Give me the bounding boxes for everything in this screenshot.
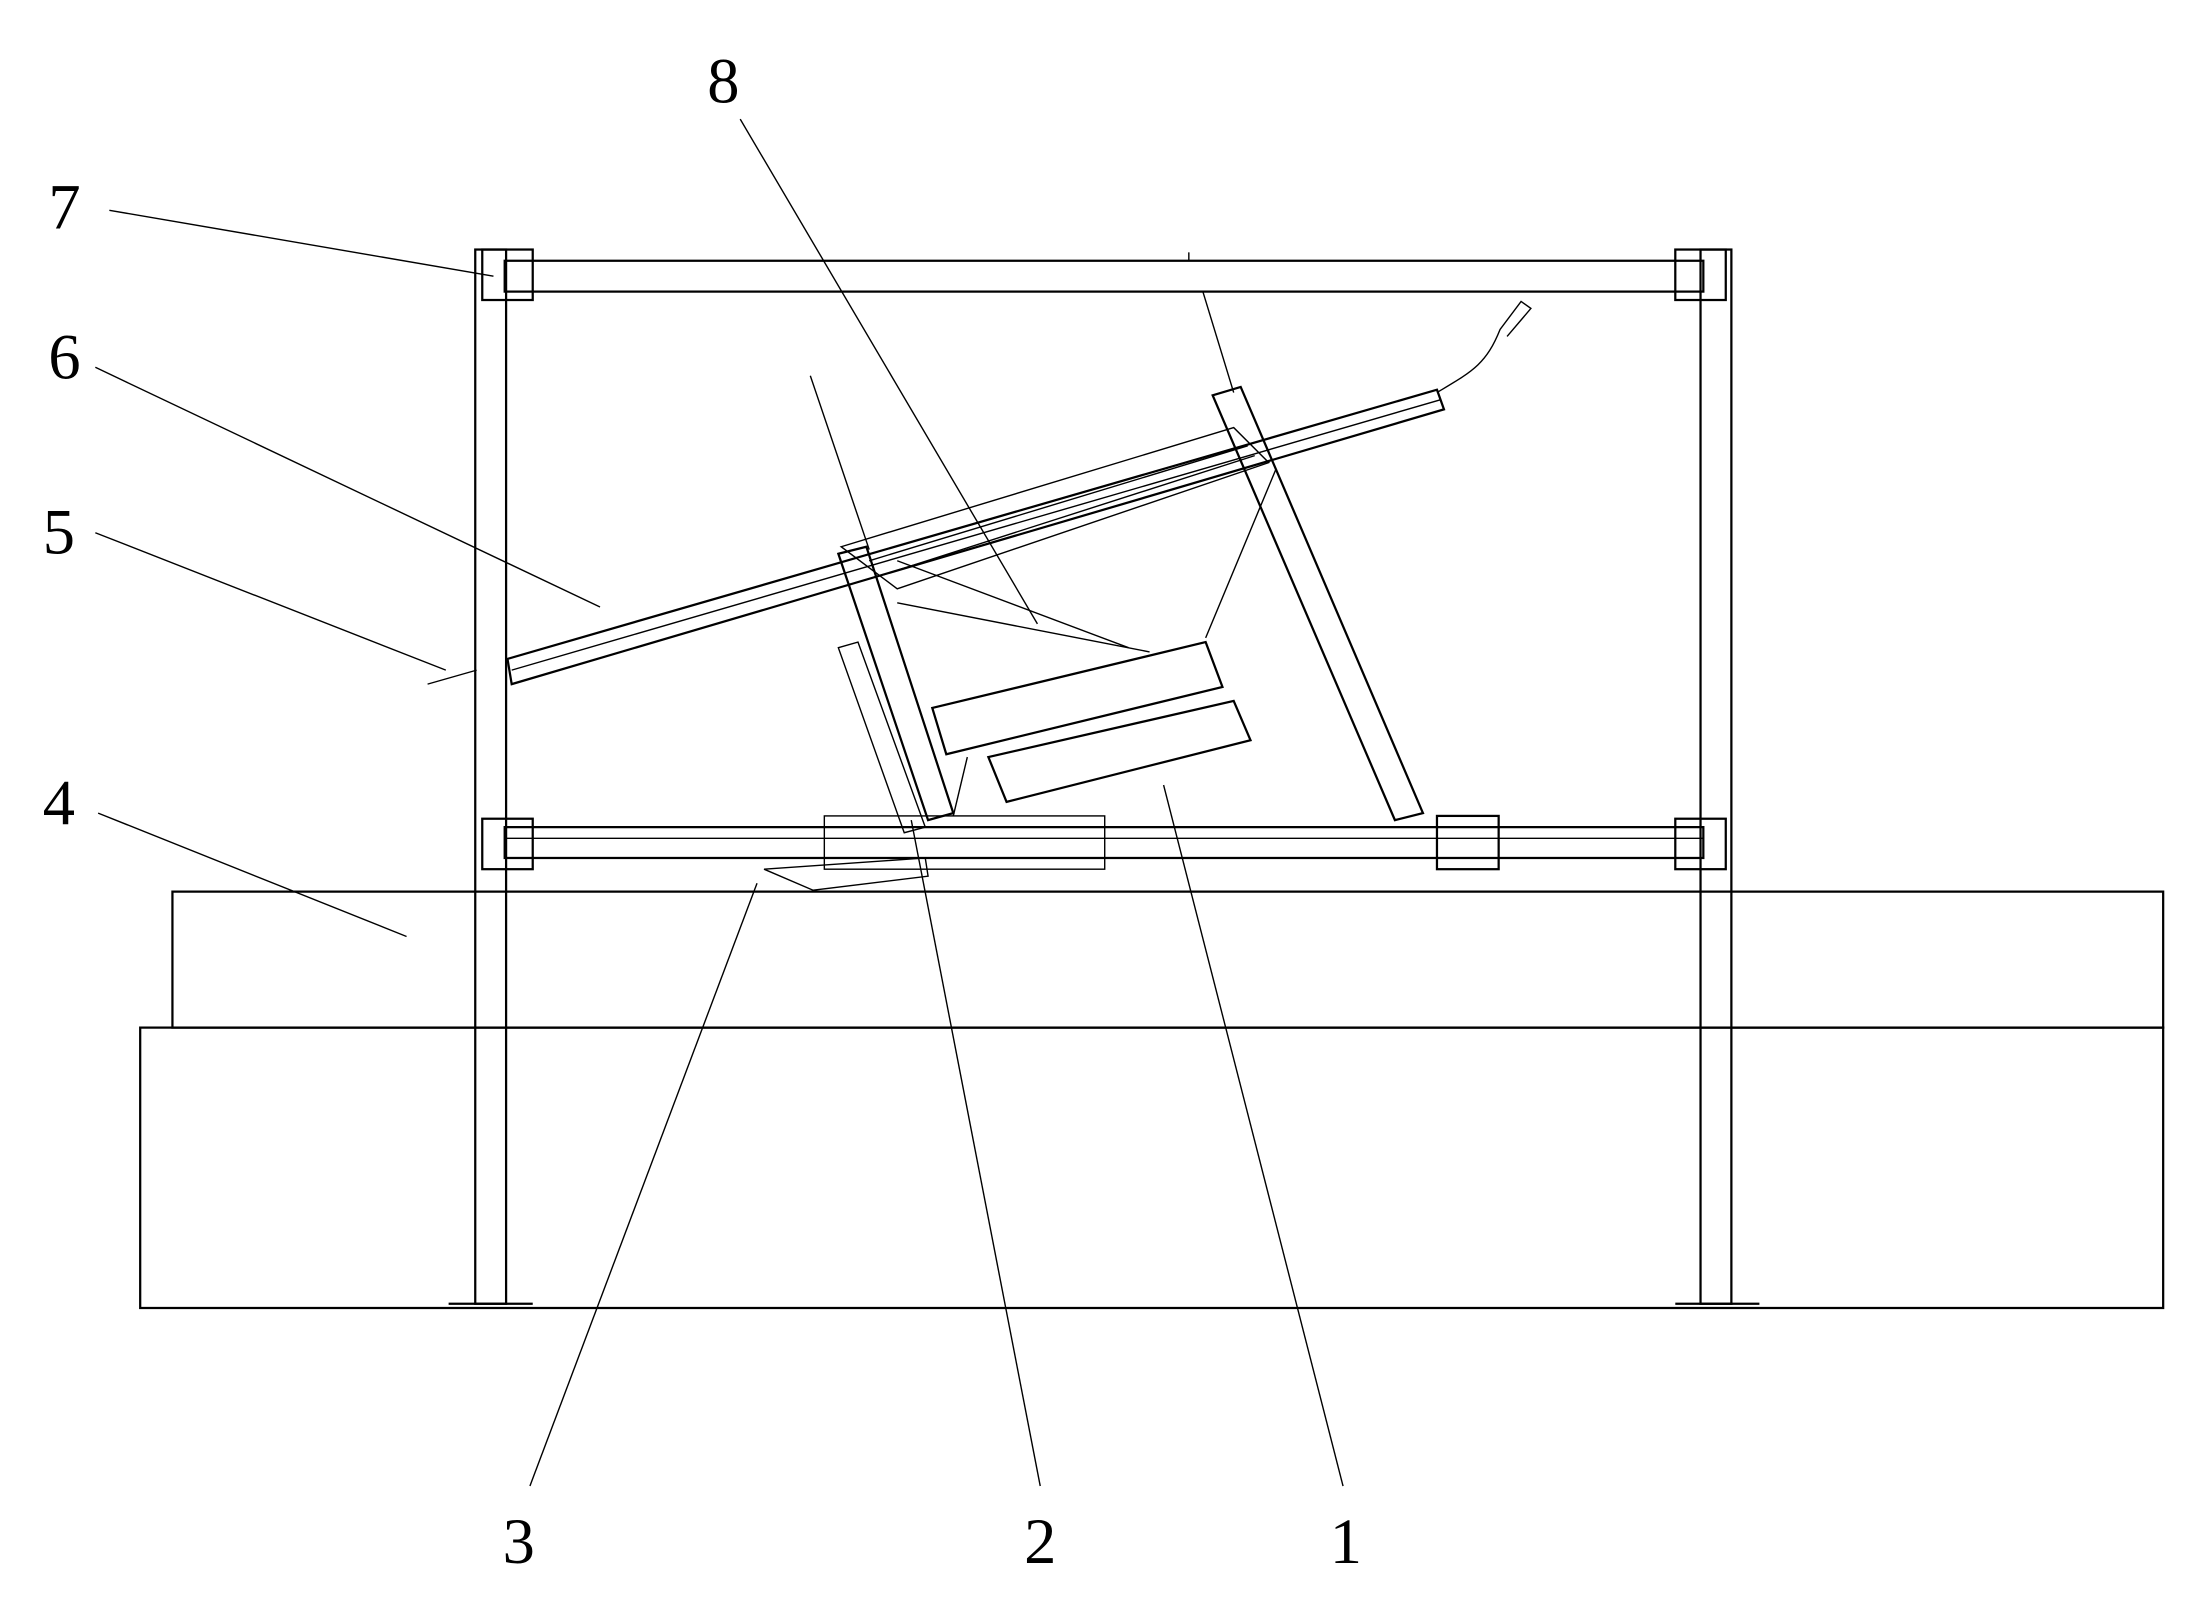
leader-lines xyxy=(95,118,1344,1487)
label-4: 4 xyxy=(43,767,75,838)
support-legs xyxy=(809,291,1500,871)
actuator xyxy=(763,640,1253,891)
label-3: 3 xyxy=(503,1506,535,1577)
label-5: 5 xyxy=(43,497,75,568)
frame xyxy=(448,248,1760,1305)
base-platform xyxy=(139,890,2165,1310)
label-1: 1 xyxy=(1330,1506,1362,1577)
label-8: 8 xyxy=(707,45,739,116)
label-7: 7 xyxy=(48,172,80,243)
label-6: 6 xyxy=(48,322,80,393)
label-2: 2 xyxy=(1024,1506,1056,1577)
panel-assembly xyxy=(427,300,1532,686)
